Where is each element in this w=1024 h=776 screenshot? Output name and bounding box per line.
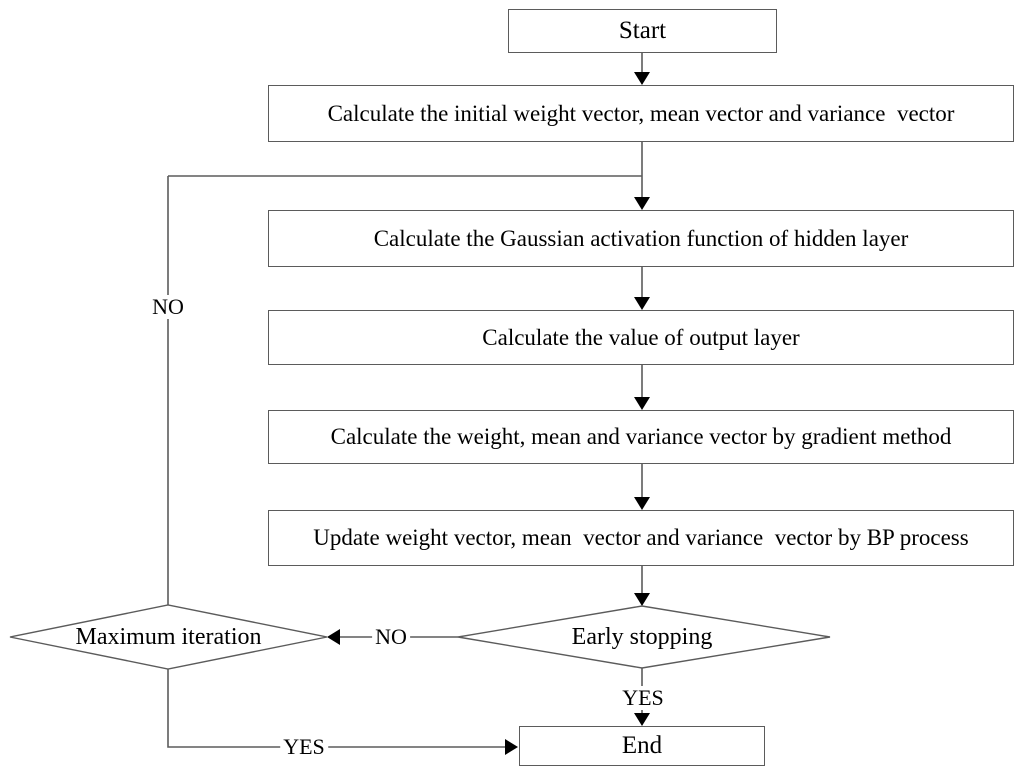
edge-label-yes-max-iteration: YES [280, 735, 328, 759]
edge-label-yes-early-stopping: YES [619, 686, 667, 710]
decision-maximum-iteration-shape [9, 604, 328, 670]
arrowhead-into-gradient [634, 397, 650, 410]
edge-max-yes-to-end [167, 669, 505, 748]
decision-early-stopping-shape [457, 605, 831, 669]
node-end: End [519, 726, 765, 766]
arrowhead-into-gaussian [634, 197, 650, 210]
node-label: Calculate the weight, mean and variance … [330, 424, 952, 450]
node-update-bp-process: Update weight vector, mean vector and va… [268, 510, 1014, 566]
arrowhead-into-early-stopping [634, 593, 650, 606]
node-label: Calculate the value of output layer [482, 324, 800, 350]
arrowhead-into-update [634, 497, 650, 510]
arrowhead-into-max-iteration [327, 629, 340, 645]
arrowhead-into-init [634, 72, 650, 85]
node-label: End [621, 732, 663, 760]
node-calc-gaussian-activation: Calculate the Gaussian activation functi… [268, 210, 1014, 267]
node-calc-initial-vectors: Calculate the initial weight vector, mea… [268, 85, 1014, 142]
arrowhead-into-output [634, 297, 650, 310]
edge-label-no-feedback: NO [149, 295, 187, 319]
edge-label-no-between-diamonds: NO [372, 625, 410, 649]
arrowhead-into-end-left [505, 739, 518, 755]
node-label: Start [618, 17, 667, 45]
node-calc-output-layer: Calculate the value of output layer [268, 310, 1014, 365]
node-label: Calculate the Gaussian activation functi… [373, 225, 909, 251]
node-start: Start [508, 9, 777, 53]
node-label: Calculate the initial weight vector, mea… [327, 100, 955, 126]
node-label: Update weight vector, mean vector and va… [313, 525, 969, 551]
arrowhead-into-end-top [634, 713, 650, 726]
node-calc-gradient-method: Calculate the weight, mean and variance … [268, 410, 1014, 464]
